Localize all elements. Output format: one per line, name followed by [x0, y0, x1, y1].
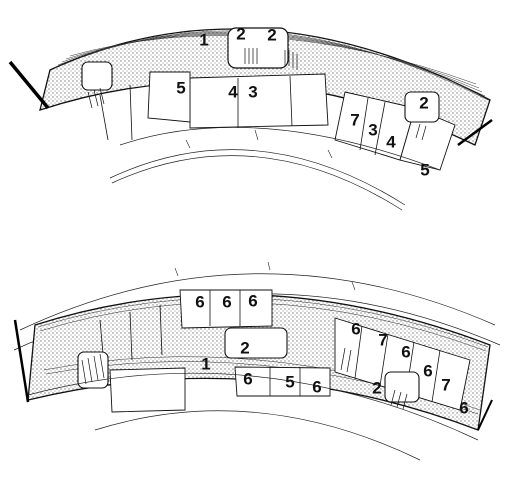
- lower-label-2b: 2: [372, 378, 381, 397]
- upper-label-4a: 4: [228, 82, 238, 101]
- lower-dimension-arcs-bottom: [27, 372, 479, 461]
- upper-dimension-arcs: [109, 127, 441, 211]
- lower-label-6a: 6: [195, 292, 204, 311]
- lower-end-wall-left: [13, 319, 30, 403]
- upper-room-5-left: [147, 71, 191, 123]
- upper-core-right: [404, 91, 440, 123]
- upper-end-wall-right: [457, 118, 493, 147]
- lower-label-6d: 6: [351, 319, 360, 338]
- lower-label-6e: 6: [401, 342, 410, 361]
- upper-label-3b: 3: [368, 120, 377, 139]
- lower-label-6c: 6: [248, 291, 257, 310]
- upper-stairs: [87, 48, 427, 141]
- lower-label-6g: 6: [243, 369, 252, 388]
- lower-label-1: 1: [201, 354, 210, 373]
- upper-core-center: [227, 27, 289, 69]
- lower-label-2a: 2: [240, 338, 249, 357]
- lower-label-6b: 6: [222, 292, 231, 311]
- upper-label-5b: 5: [420, 160, 429, 179]
- lower-label-7b: 7: [441, 375, 450, 394]
- upper-floor-plan: 1 2 2 5 4 3 2 7 3 4 5: [8, 24, 493, 211]
- lower-core-right: [384, 371, 420, 403]
- upper-label-3a: 3: [248, 82, 257, 101]
- lower-core-center: [224, 327, 288, 359]
- lower-rooms: [109, 289, 471, 413]
- lower-floor-plan: 6 6 6 2 6 7 6 1 6 6 5 6 2 7 6: [13, 261, 501, 461]
- upper-end-wall-left: [8, 60, 50, 110]
- upper-dimension-ticks: [185, 129, 333, 159]
- lower-label-6f: 6: [423, 361, 432, 380]
- lower-dimension-ticks: [174, 261, 356, 291]
- upper-label-2c: 2: [419, 93, 428, 112]
- upper-core-left: [81, 61, 113, 91]
- upper-label-5a: 5: [176, 78, 185, 97]
- lower-label-6h: 5: [285, 372, 294, 391]
- upper-label-2b: 2: [267, 25, 276, 44]
- lower-core-left: [77, 351, 109, 389]
- upper-partitions: [99, 75, 386, 156]
- upper-label-4b: 4: [386, 132, 396, 151]
- upper-label-7: 7: [350, 110, 359, 129]
- upper-label-2a: 2: [236, 24, 245, 43]
- lower-label-5: 6: [312, 377, 321, 396]
- lower-end-wall-right: [477, 399, 493, 431]
- upper-label-1: 1: [199, 30, 208, 49]
- lower-stairs: [81, 347, 408, 410]
- upper-room-4-3: [189, 73, 329, 129]
- lower-label-7a: 7: [378, 330, 387, 349]
- lower-label-6i: 6: [459, 398, 468, 417]
